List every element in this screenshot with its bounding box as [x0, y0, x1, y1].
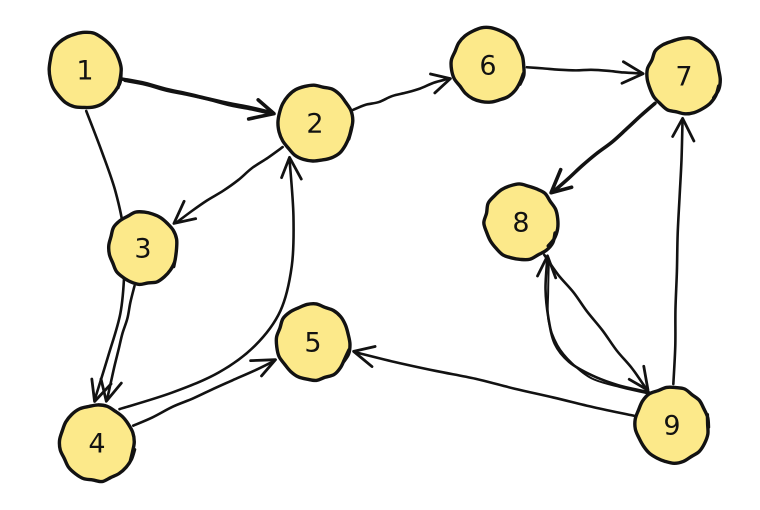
- node-label-7: 7: [675, 62, 692, 93]
- graph-edge-9-to-8[interactable]: [536, 254, 652, 395]
- node-label-8: 8: [512, 208, 529, 239]
- node-outline: [47, 30, 123, 110]
- node-fill: [109, 212, 177, 284]
- node-fill: [277, 304, 349, 380]
- graph-node-4[interactable]: 4: [57, 403, 137, 484]
- graph-edge-4-to-2[interactable]: [118, 155, 303, 411]
- edge-line: [351, 78, 448, 112]
- graph-edge-3-to-4[interactable]: [99, 284, 136, 403]
- graph-node-3[interactable]: 3: [106, 210, 179, 287]
- graph-edge-7-to-8[interactable]: [549, 101, 657, 195]
- edges-layer: [84, 60, 696, 427]
- node-label-2: 2: [306, 109, 323, 140]
- edge-arrowhead: [280, 155, 303, 181]
- nodes-layer: 1 2 3 4 5 6 7 8 9: [47, 25, 722, 484]
- graph-edge-2-to-3[interactable]: [172, 145, 284, 225]
- node-label-9: 9: [663, 411, 680, 442]
- edge-arrowhead: [536, 254, 558, 280]
- edge-arrowhead: [249, 358, 277, 378]
- node-outline: [57, 403, 137, 484]
- edge-line: [118, 159, 295, 411]
- graph-node-8[interactable]: 8: [482, 182, 560, 262]
- edge-arrowhead: [246, 98, 276, 121]
- node-outline: [276, 83, 355, 163]
- node-outline: [633, 385, 711, 466]
- node-outline: [106, 210, 179, 287]
- node-fill: [648, 38, 720, 114]
- graph-edge-9-to-5[interactable]: [352, 345, 636, 418]
- node-fill: [452, 28, 524, 102]
- node-label-6: 6: [479, 51, 496, 82]
- edge-line-overdraw: [123, 80, 274, 116]
- node-fill: [49, 32, 121, 108]
- node-outline: [449, 25, 526, 104]
- edge-line: [551, 101, 657, 194]
- graph-edge-4-to-5[interactable]: [131, 358, 277, 427]
- edge-line-overdraw: [546, 259, 652, 395]
- edge-arrowhead: [99, 377, 123, 403]
- graph-node-5[interactable]: 5: [274, 302, 352, 383]
- node-outline: [645, 36, 722, 116]
- node-outline: [482, 182, 560, 262]
- edge-line: [354, 351, 636, 418]
- edge-arrowhead: [620, 60, 645, 85]
- edge-line: [672, 120, 684, 386]
- edge-arrowhead: [429, 72, 452, 95]
- edge-line: [131, 360, 275, 427]
- graph-edge-2-to-6[interactable]: [351, 72, 452, 112]
- graph-edge-9-to-7[interactable]: [671, 116, 696, 386]
- node-fill: [60, 405, 134, 481]
- node-label-1: 1: [76, 56, 93, 87]
- edge-line: [525, 65, 642, 75]
- edge-arrowhead: [549, 167, 574, 195]
- graph-node-1[interactable]: 1: [47, 30, 123, 110]
- node-outline: [274, 302, 352, 383]
- graph-node-7[interactable]: 7: [645, 36, 722, 116]
- edge-arrowhead: [627, 364, 650, 392]
- edge-arrowhead: [352, 345, 377, 368]
- edge-line: [175, 145, 284, 224]
- node-fill: [485, 184, 557, 260]
- graph-edge-1-to-2[interactable]: [121, 77, 276, 121]
- edge-line: [106, 284, 136, 400]
- node-label-4: 4: [88, 429, 105, 460]
- edge-arrowhead: [671, 116, 696, 143]
- edge-line: [121, 77, 273, 115]
- graph-edge-8-to-9[interactable]: [542, 253, 650, 392]
- node-label-5: 5: [304, 328, 321, 359]
- edge-arrowhead: [172, 199, 198, 225]
- graph-node-2[interactable]: 2: [276, 83, 355, 163]
- node-fill: [636, 387, 708, 463]
- graph-edge-6-to-7[interactable]: [525, 60, 645, 85]
- node-label-3: 3: [134, 234, 151, 265]
- graph-node-9[interactable]: 9: [633, 385, 711, 466]
- node-fill: [278, 85, 352, 161]
- edge-arrowhead: [90, 377, 113, 403]
- edge-line: [544, 257, 651, 394]
- graph-node-6[interactable]: 6: [449, 25, 526, 104]
- edge-line: [542, 253, 648, 390]
